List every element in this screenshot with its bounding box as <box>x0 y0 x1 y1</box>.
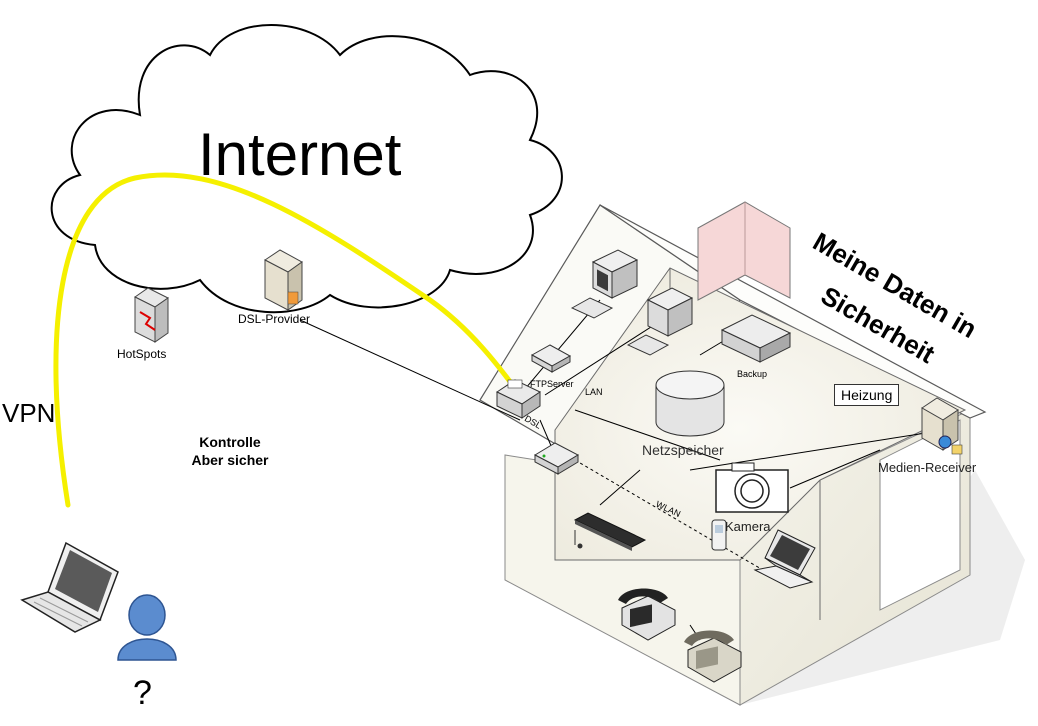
dsl-line-provider-to-router <box>299 319 521 421</box>
pc-1-icon <box>570 249 639 319</box>
house-laptop-icon <box>753 529 816 589</box>
user-icon <box>117 594 177 661</box>
mobile-phone-icon <box>711 519 727 551</box>
vpn-link <box>53 172 523 508</box>
internet-cloud <box>50 24 563 314</box>
kontrolle-line1: Kontrolle <box>199 434 261 450</box>
hotspots-server-icon <box>134 287 169 343</box>
hotspots-label: HotSpots <box>117 347 167 361</box>
telephone-1-icon <box>618 588 676 641</box>
ftp-server-label: FTPServer <box>530 379 574 389</box>
heizung-label: Heizung <box>834 384 900 406</box>
ftp-box-icon <box>530 344 572 373</box>
lan-line-powerstrip <box>599 469 641 506</box>
lan-line-backup <box>699 339 726 356</box>
pc-2-icon <box>626 287 694 356</box>
netzspeicher-label: Netzspeicher <box>642 442 724 458</box>
modem-icon <box>533 442 580 475</box>
telephone-2-icon <box>684 630 742 683</box>
cloud-label: Internet <box>198 121 402 188</box>
kontrolle-note: Kontrolle Aber sicher <box>180 433 280 469</box>
house-roof-right <box>599 204 987 419</box>
dsl-provider-server-icon <box>264 249 303 311</box>
dsl-provider-label: DSL-Provider <box>238 312 311 326</box>
lan-line-storage <box>574 409 721 461</box>
vpn-label: VPN <box>2 398 56 428</box>
kamera-label: Kamera <box>725 519 771 534</box>
kontrolle-line2: Aber sicher <box>191 452 269 468</box>
lan-label: LAN <box>585 387 603 397</box>
question-mark: ? <box>133 674 152 712</box>
network-storage-icon <box>655 370 725 437</box>
medien-receiver-label: Medien-Receiver <box>878 460 977 475</box>
power-strip-icon <box>573 512 647 551</box>
media-receiver-icon <box>921 397 963 455</box>
camera-icon <box>715 462 789 513</box>
ftp-server-icon <box>495 379 542 419</box>
lan-line-camera <box>789 449 881 489</box>
remote-laptop-icon <box>20 541 119 633</box>
lan-line-pc1 <box>519 299 601 396</box>
backup-label: Backup <box>737 369 768 379</box>
lan-line-pc2 <box>544 317 666 396</box>
backup-drive-icon <box>720 314 792 363</box>
